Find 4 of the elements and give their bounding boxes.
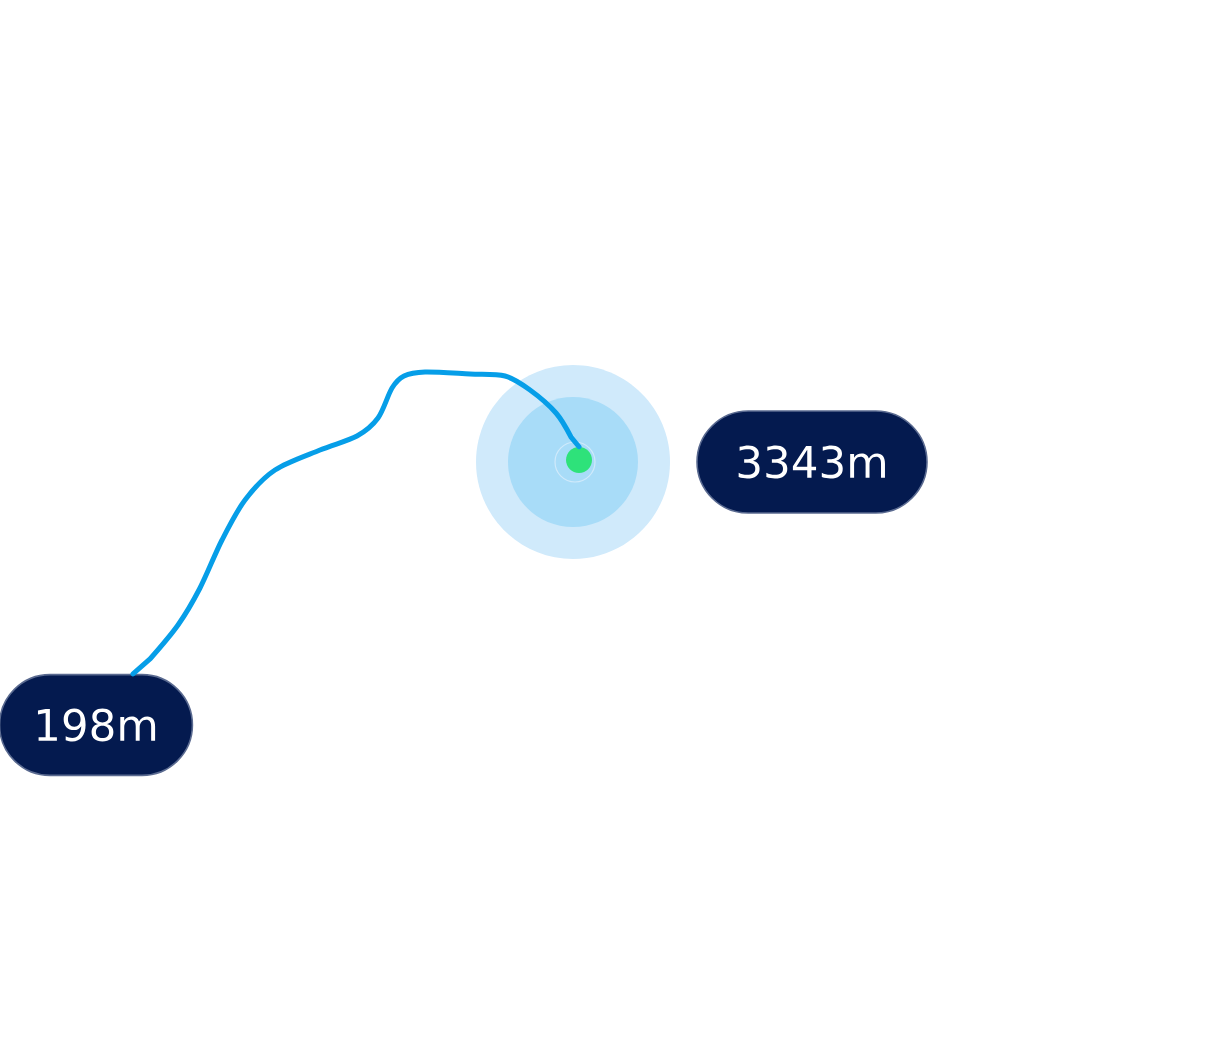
distance-label: 198m: [0, 673, 194, 777]
route-line: [130, 369, 582, 677]
location-dot: [566, 447, 592, 473]
distance-label: 3343m: [696, 410, 928, 514]
